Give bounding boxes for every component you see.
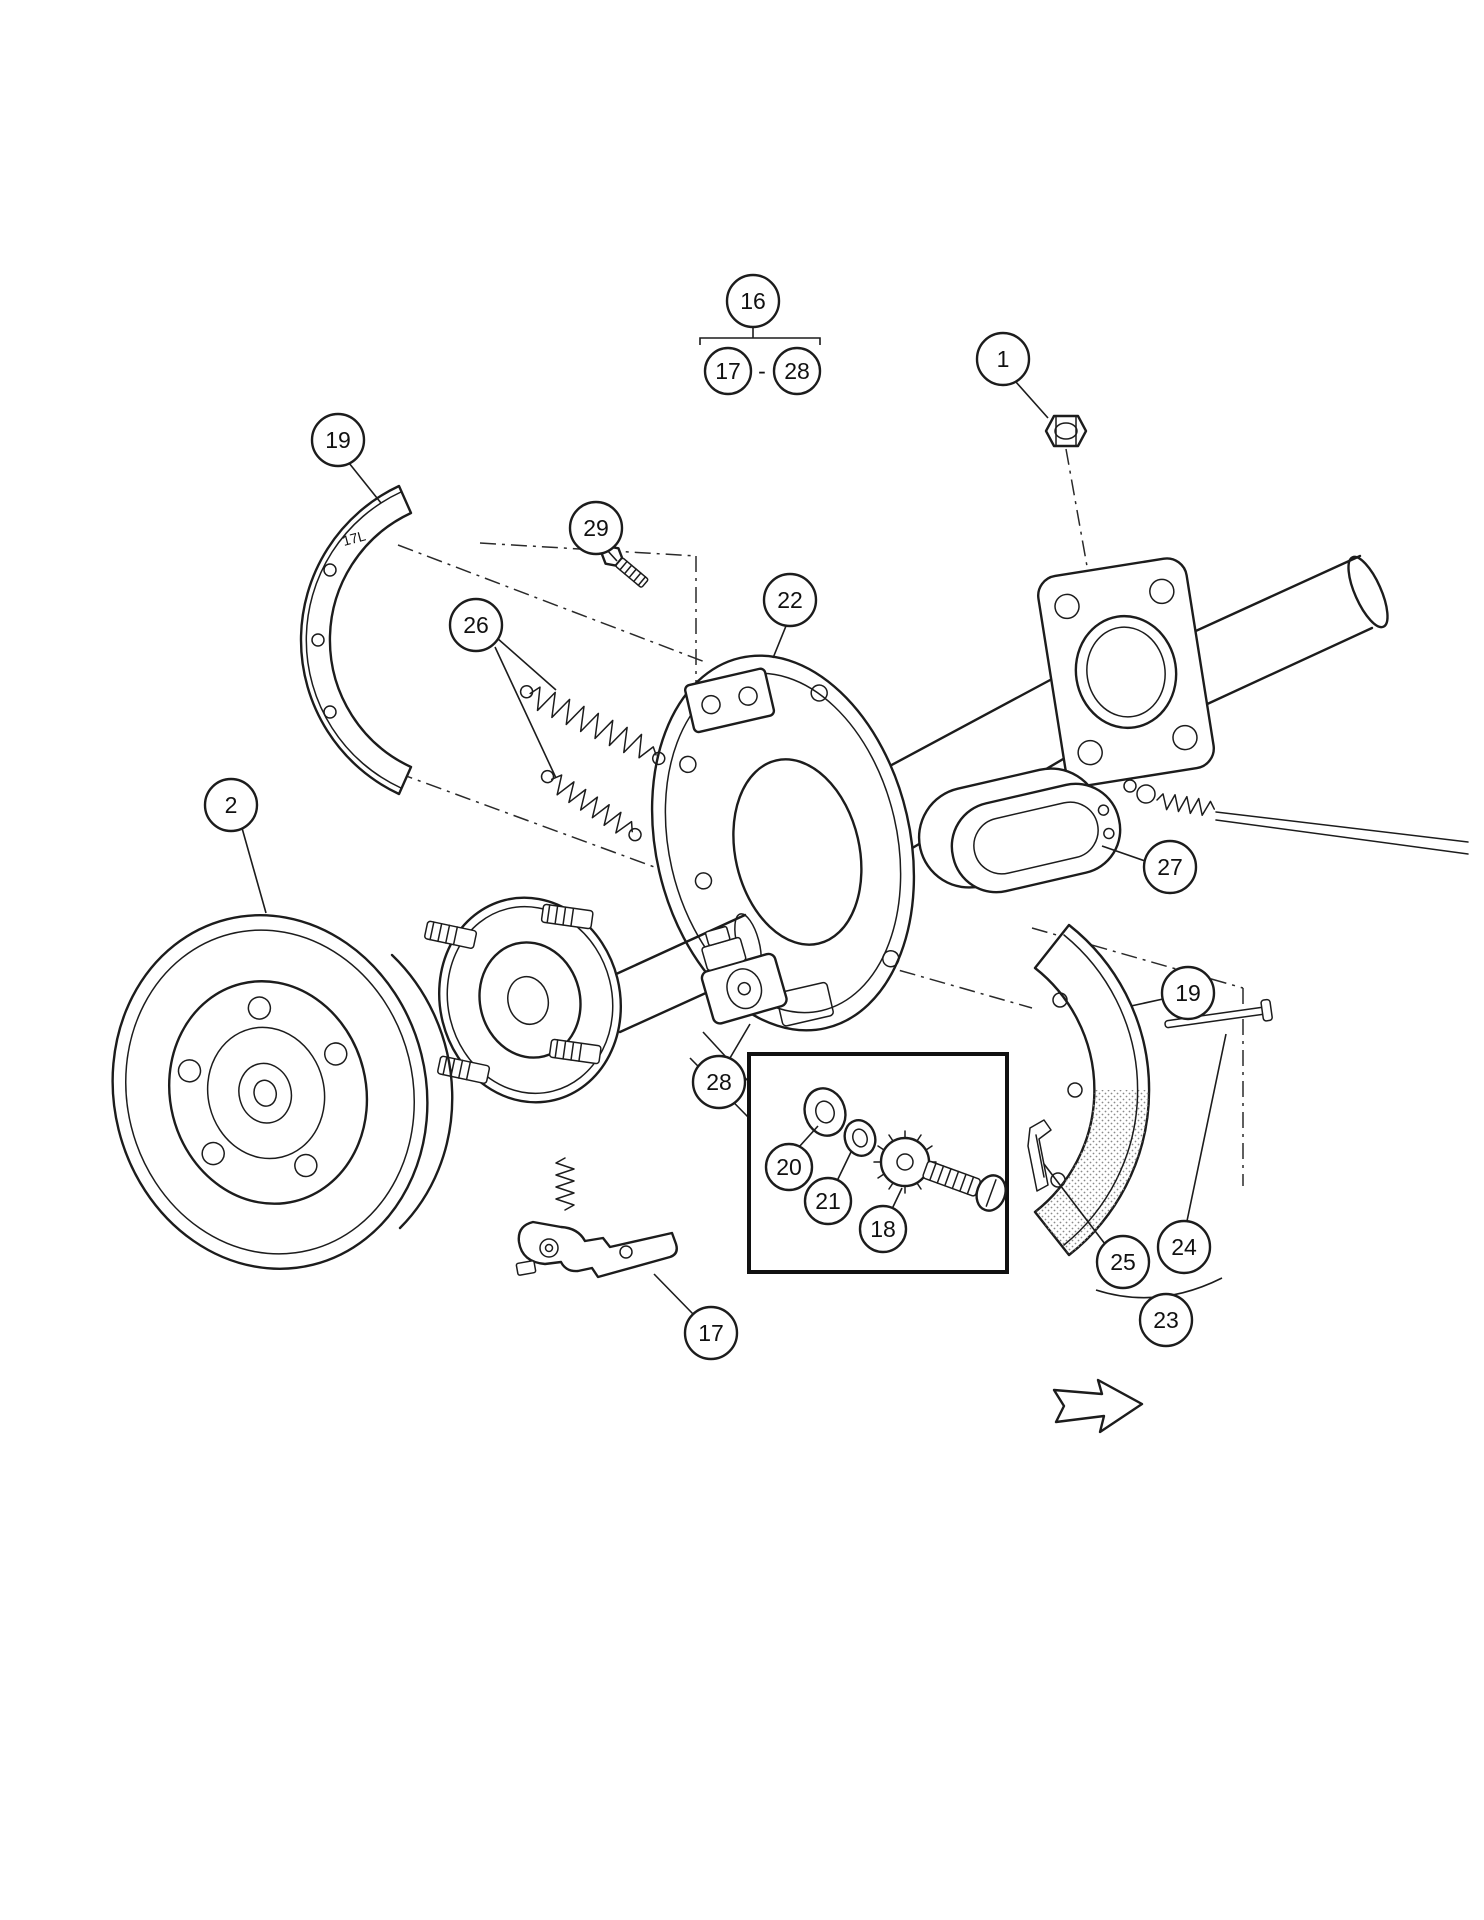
- callout-22: 22: [762, 572, 818, 659]
- callout-19-right-label: 19: [1175, 980, 1201, 1006]
- wheel-stud: [540, 903, 594, 930]
- brake-cable: [1123, 779, 1469, 855]
- wheel-stud: [548, 1038, 602, 1065]
- callout-range-17: 17: [703, 346, 753, 396]
- adjuster-star-wheel: [873, 1130, 937, 1194]
- callout-27: 27: [1101, 839, 1198, 895]
- wheel-cylinder: [700, 925, 788, 1025]
- brake-shoe-right: [1033, 923, 1151, 1257]
- callout-24: 24: [1156, 1033, 1227, 1275]
- callout-24-label: 24: [1171, 1234, 1197, 1260]
- adjuster-washer-small: [843, 1119, 877, 1157]
- callout-18: 18: [858, 1187, 908, 1254]
- callout-21-label: 21: [815, 1188, 841, 1214]
- callout-22-label: 22: [777, 587, 803, 613]
- callout-26-label: 26: [463, 612, 489, 638]
- callout-23-label: 23: [1153, 1307, 1179, 1333]
- callout-23: 23: [1138, 1292, 1194, 1348]
- hold-down-pin: [1164, 998, 1273, 1029]
- callout-range-28-label: 28: [784, 358, 810, 384]
- callout-1: 1: [975, 331, 1049, 419]
- callout-21: 21: [803, 1151, 853, 1226]
- callout-17-label: 17: [698, 1320, 724, 1346]
- callout-range-28: 28: [772, 346, 822, 396]
- brake-drum: [111, 914, 454, 1270]
- callout-19-right: 19: [1130, 965, 1216, 1021]
- callout-range-dash: -: [758, 358, 766, 384]
- direction-arrow: [1052, 1378, 1144, 1434]
- retracting-spring-upper: [519, 685, 666, 766]
- axle-flange: [1037, 557, 1215, 787]
- range-dash-label: -: [758, 358, 766, 384]
- brake-lining-stipple: [1035, 1090, 1149, 1255]
- callout-18-label: 18: [870, 1216, 896, 1242]
- callout-19-left-label: 19: [325, 427, 351, 453]
- callout-25: 25: [1043, 1163, 1151, 1290]
- retainer-clip: [1027, 1119, 1052, 1192]
- callout-17: 17: [653, 1273, 739, 1361]
- callout-29-label: 29: [583, 515, 609, 541]
- brake-lever-assembly: [515, 1157, 678, 1279]
- callout-27-label: 27: [1157, 854, 1183, 880]
- hub: [424, 896, 623, 1104]
- adjuster-washer-large: [803, 1087, 847, 1137]
- callout-16-label: 16: [740, 288, 766, 314]
- callout-26: 26: [448, 597, 557, 779]
- backing-plate-anchor-pad: [683, 667, 776, 734]
- callout-2-label: 2: [225, 792, 238, 818]
- callout-1-label: 1: [997, 346, 1010, 372]
- shoe-stamp: 17L: [341, 527, 368, 549]
- wheel-stud: [437, 1055, 491, 1084]
- callout-16: 16: [725, 273, 781, 329]
- callout-2: 2: [203, 777, 267, 914]
- callout-range-17-label: 17: [715, 358, 741, 384]
- adjuster-screw: [922, 1160, 1007, 1212]
- callout-28-label: 28: [706, 1069, 732, 1095]
- callout-25-label: 25: [1110, 1249, 1136, 1275]
- lock-nut: [1044, 414, 1088, 448]
- wheel-stud: [424, 920, 478, 949]
- callout-20-label: 20: [776, 1154, 802, 1180]
- callout-20: 20: [764, 1125, 819, 1192]
- callout-19-left: 19: [310, 412, 382, 504]
- callout-28: 28: [691, 1023, 751, 1110]
- callout-29: 29: [568, 500, 624, 562]
- callout-16-bracket: [699, 327, 821, 345]
- retracting-spring-lower: [540, 769, 642, 842]
- brake-shoe-left: 17L: [299, 484, 413, 796]
- gasket-boot: [917, 767, 1122, 894]
